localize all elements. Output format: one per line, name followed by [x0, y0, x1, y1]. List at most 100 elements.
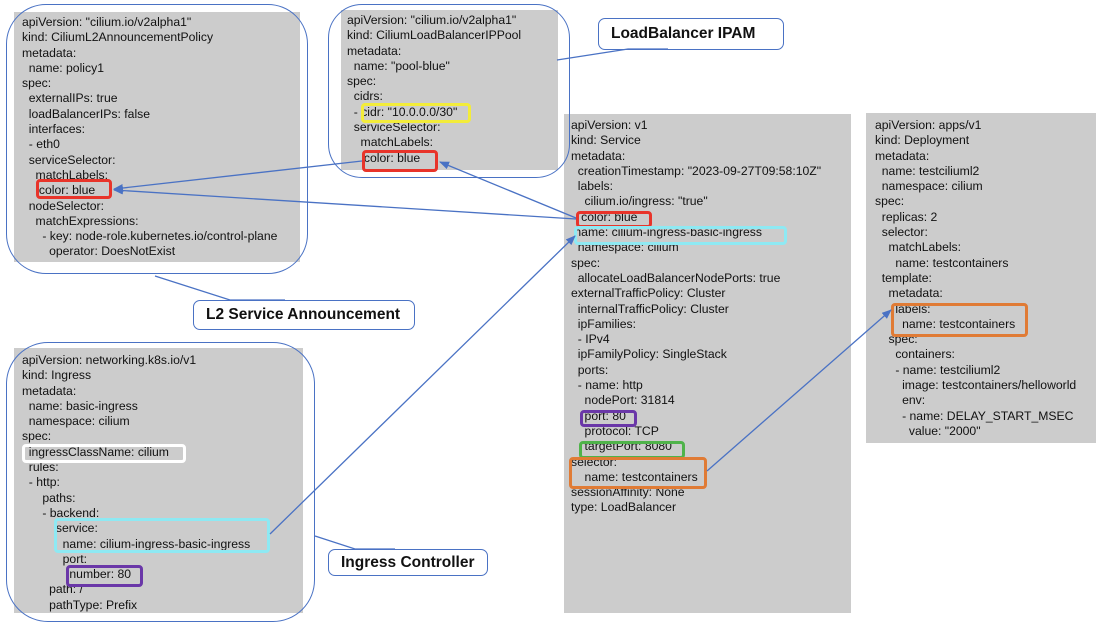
- yaml-line: env:: [875, 393, 926, 408]
- ip-pool-panel: [341, 10, 558, 170]
- highlight-service-name: [574, 226, 787, 245]
- yaml-line: spec:: [22, 76, 52, 91]
- yaml-line: kind: Ingress: [22, 368, 92, 383]
- yaml-line: color: blue: [22, 183, 96, 198]
- yaml-line: - key: node-role.kubernetes.io/control-p…: [22, 229, 278, 244]
- yaml-line: kind: Deployment: [875, 133, 970, 148]
- yaml-line: allocateLoadBalancerNodePorts: true: [571, 270, 781, 285]
- ingress-panel: [14, 348, 303, 613]
- yaml-line: metadata:: [22, 45, 77, 60]
- yaml-line: cilium.io/ingress: "true": [571, 194, 708, 209]
- l2-policy-bubble: [6, 4, 308, 274]
- yaml-line: - IPv4: [571, 332, 610, 347]
- yaml-line: apiVersion: "cilium.io/v2alpha1": [347, 13, 517, 27]
- yaml-line: replicas: 2: [875, 209, 938, 224]
- yaml-line: name: testcontainers: [875, 316, 1016, 331]
- yaml-line: apiVersion: networking.k8s.io/v1: [22, 353, 197, 367]
- highlight-service-selector: [569, 457, 707, 489]
- yaml-line: template:: [875, 270, 932, 285]
- yaml-line: name: "pool-blue": [347, 58, 450, 73]
- yaml-line: name: testcontainers: [571, 469, 698, 484]
- yaml-line: spec:: [22, 429, 52, 444]
- yaml-line: cidrs:: [347, 89, 383, 104]
- highlight-pool-color-blue: [362, 150, 438, 172]
- yaml-line: metadata:: [347, 43, 402, 58]
- yaml-line: image: testcontainers/helloworld: [875, 378, 1077, 393]
- yaml-line: service:: [22, 521, 98, 536]
- yaml-line: namespace: cilium: [875, 179, 983, 194]
- yaml-line: pathType: Prefix: [22, 597, 138, 612]
- highlight-ingress-service: [54, 518, 270, 553]
- yaml-line: value: "2000": [875, 423, 981, 438]
- yaml-line: apiVersion: apps/v1: [875, 118, 982, 132]
- yaml-line: apiVersion: v1: [571, 118, 648, 132]
- yaml-line: internalTrafficPolicy: Cluster: [571, 301, 729, 316]
- yaml-line: name: basic-ingress: [22, 398, 138, 413]
- yaml-line: spec:: [571, 255, 601, 270]
- highlight-l2-color-blue: [36, 179, 112, 199]
- yaml-line: labels:: [571, 179, 614, 194]
- highlight-cidr: [361, 103, 471, 123]
- yaml-line: containers:: [875, 347, 955, 362]
- callout-tail-ingress: [314, 535, 395, 550]
- yaml-line: serviceSelector:: [22, 152, 116, 167]
- yaml-line: kind: CiliumLoadBalancerIPPool: [347, 28, 522, 43]
- callout-loadbalancer-ipam-text: LoadBalancer IPAM: [611, 25, 756, 42]
- yaml-line: paths:: [22, 490, 76, 505]
- yaml-line: name: testciliuml2: [875, 163, 980, 178]
- yaml-line: nodeSelector:: [22, 198, 104, 213]
- arrow-ingress-to-service-name: [269, 235, 576, 535]
- callout-l2-service-announcement-text: L2 Service Announcement: [206, 306, 401, 323]
- yaml-line: creationTimestamp: "2023-09-27T09:58:10Z…: [571, 163, 822, 178]
- yaml-line: - cidr: "10.0.0.0/30": [347, 104, 458, 119]
- yaml-line: metadata:: [875, 148, 930, 163]
- yaml-line: kind: Service: [571, 133, 641, 148]
- yaml-line: matchLabels:: [22, 167, 109, 182]
- yaml-line: ipFamilies:: [571, 316, 637, 331]
- yaml-line: selector:: [875, 225, 928, 240]
- yaml-line: spec:: [875, 194, 905, 209]
- highlight-deployment-labels: [891, 303, 1028, 337]
- yaml-line: - name: DELAY_START_MSEC: [875, 408, 1074, 423]
- yaml-line: spec:: [347, 74, 377, 89]
- yaml-line: metadata:: [875, 286, 943, 301]
- deployment-panel: [866, 113, 1096, 443]
- callout-ingress-controller-text: Ingress Controller: [341, 553, 475, 571]
- yaml-line: nodePort: 31814: [571, 393, 675, 408]
- yaml-line: externalIPs: true: [22, 91, 118, 106]
- yaml-line: loadBalancerIPs: false: [22, 106, 151, 121]
- highlight-ingress-port-number: [66, 565, 143, 587]
- yaml-line: metadata:: [571, 148, 626, 163]
- yaml-line: ports:: [571, 362, 609, 377]
- yaml-line: protocol: TCP: [571, 423, 659, 438]
- yaml-line: port:: [22, 551, 88, 566]
- ip-pool-yaml: apiVersion: "cilium.io/v2alpha1"kind: Ci…: [347, 13, 521, 166]
- yaml-line: interfaces:: [22, 122, 85, 137]
- callout-l2-service-announcement: L2 Service Announcement: [193, 300, 415, 330]
- yaml-line: type: LoadBalancer: [571, 500, 677, 515]
- yaml-line: matchExpressions:: [22, 213, 139, 228]
- yaml-line: - name: testciliuml2: [875, 362, 1001, 377]
- yaml-line: rules:: [22, 460, 59, 475]
- yaml-line: number: 80: [22, 567, 132, 582]
- yaml-line: color: blue: [347, 150, 421, 165]
- yaml-line: kind: CiliumL2AnnouncementPolicy: [22, 30, 214, 45]
- yaml-line: ipFamilyPolicy: SingleStack: [571, 347, 727, 362]
- yaml-line: - backend:: [22, 505, 100, 520]
- yaml-line: namespace: cilium: [22, 414, 130, 429]
- yaml-line: - name: http: [571, 378, 643, 393]
- yaml-line: metadata:: [22, 383, 77, 398]
- yaml-line: name: cilium-ingress-basic-ingress: [22, 536, 251, 551]
- yaml-line: - http:: [22, 475, 60, 490]
- yaml-line: matchLabels:: [875, 240, 962, 255]
- yaml-line: - eth0: [22, 137, 60, 152]
- yaml-line: ingressClassName: cilium: [22, 444, 169, 459]
- yaml-line: apiVersion: "cilium.io/v2alpha1": [22, 15, 192, 29]
- l2-policy-panel: [14, 12, 300, 262]
- callout-ingress-controller: Ingress Controller: [328, 549, 488, 576]
- callout-tail-l2: [154, 275, 285, 301]
- highlight-service-port: [580, 410, 637, 427]
- yaml-line: serviceSelector:: [347, 120, 441, 135]
